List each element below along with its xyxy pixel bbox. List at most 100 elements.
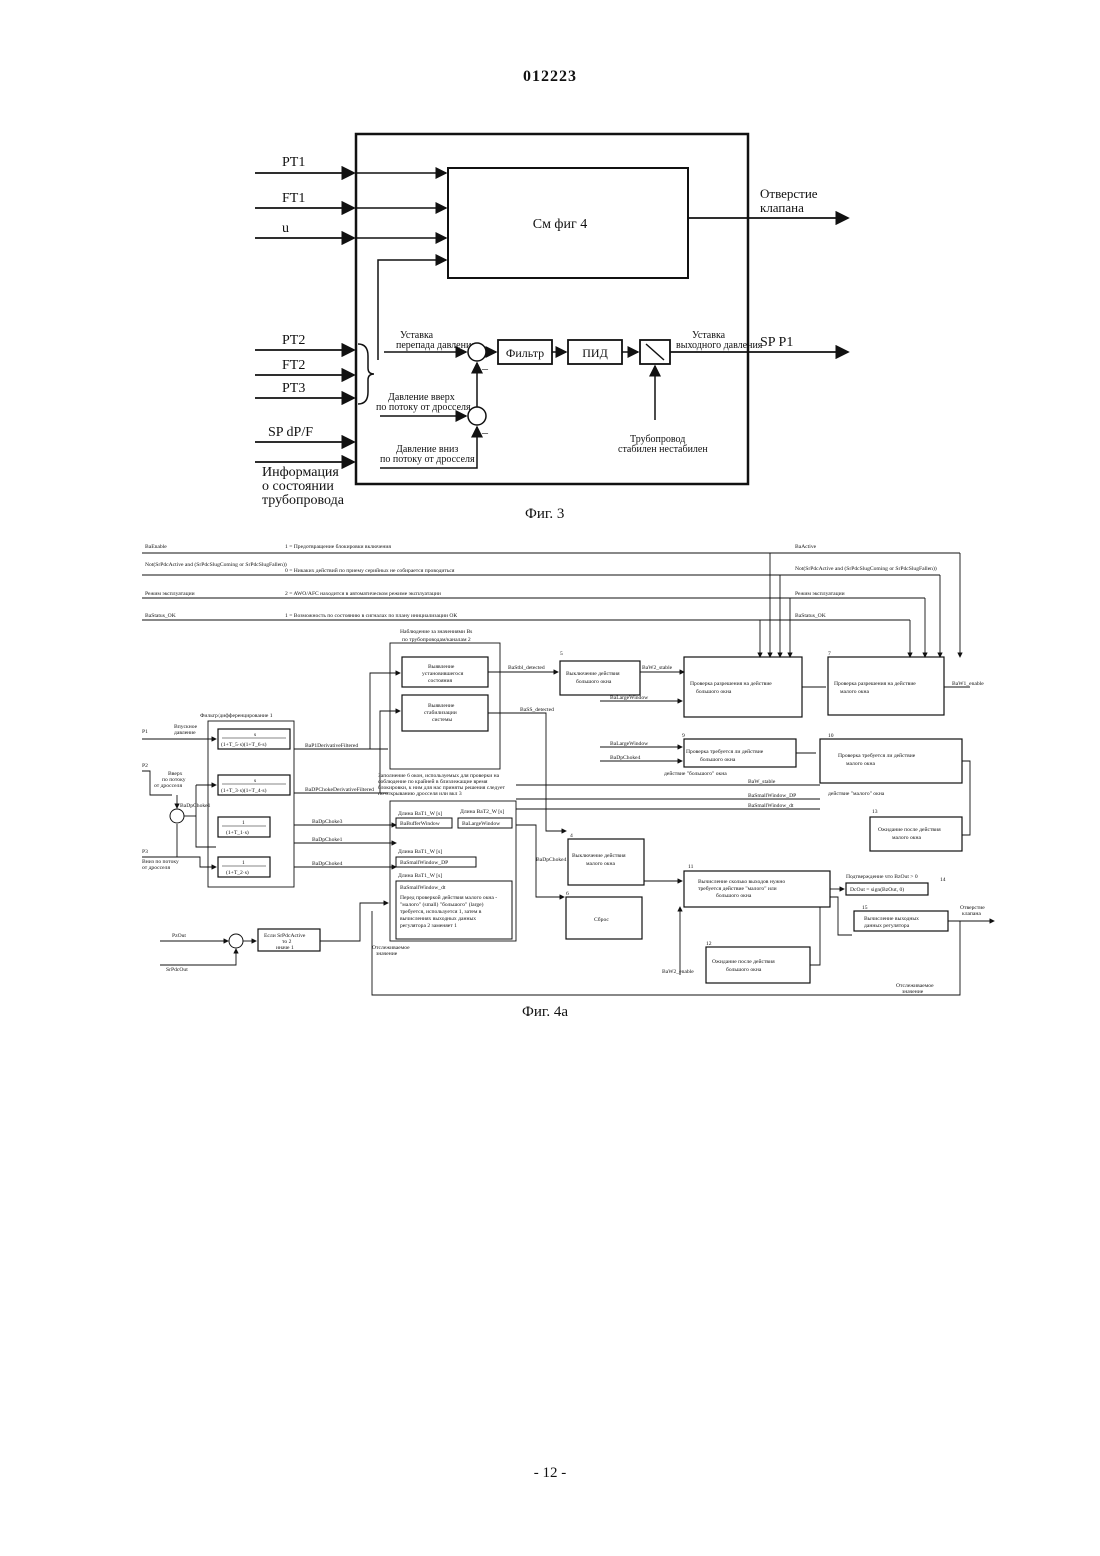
svg-text:14: 14: [940, 877, 946, 883]
svg-text:системы: системы: [432, 717, 452, 723]
f4-box-10: [820, 739, 962, 783]
fig3-up-label-2: по потоку от дросселя: [376, 402, 471, 413]
svg-text:состояния: состояния: [428, 678, 453, 684]
f4-top-sig-2: Режим эксплуатации: [145, 591, 195, 597]
svg-text:–: –: [481, 425, 489, 439]
f4-junction-dp: [170, 809, 184, 823]
svg-text:Вычисление сколько выходов нуж: Вычисление сколько выходов нужно: [698, 879, 785, 885]
svg-text:большого окна: большого окна: [700, 756, 736, 763]
svg-text:Длина BaT1_W [s]: Длина BaT1_W [s]: [398, 811, 442, 817]
svg-text:большого окна: большого окна: [696, 688, 732, 695]
svg-text:BaSmallWindow_DP: BaSmallWindow_DP: [748, 793, 796, 799]
svg-text:клапана: клапана: [962, 911, 981, 917]
fig3-center-box-label: См фиг 4: [533, 217, 588, 232]
svg-text:7: 7: [828, 651, 831, 657]
fig3-setpoint-label-2: перепада давления: [396, 340, 476, 351]
svg-text:P3: P3: [142, 849, 148, 855]
f4-box-12: [706, 947, 810, 983]
svg-text:вычислениях выходных данных: вычислениях выходных данных: [400, 916, 476, 922]
fig3-pipeline-label-2: стабилен нестабилен: [618, 444, 708, 455]
svg-text:BaW_stable: BaW_stable: [748, 779, 776, 785]
svg-text:4: 4: [570, 833, 573, 839]
fig3-output-valve-line2: клапана: [760, 200, 804, 215]
svg-text:Вычисление выходных: Вычисление выходных: [864, 916, 919, 922]
fig3-out-setpoint-2: выходного давления: [676, 340, 763, 351]
svg-text:блокировки, к ним для нас прин: блокировки, к ним для нас приняты решени…: [378, 784, 505, 791]
f4-right-sig-3: BaStatus_OK: [795, 613, 826, 619]
svg-text:BaDpChoke4: BaDpChoke4: [312, 861, 343, 867]
svg-text:малого окна: малого окна: [586, 861, 615, 867]
svg-text:Длина BaT2_W [s]: Длина BaT2_W [s]: [460, 809, 504, 815]
svg-text:BaDpChoke4: BaDpChoke4: [536, 857, 567, 863]
svg-text:1: 1: [242, 860, 245, 866]
fig3-input-spdpf: SP dP/F: [268, 425, 313, 440]
svg-text:BaDpChoke1: BaDpChoke1: [312, 837, 343, 843]
svg-text:значение: значение: [376, 951, 398, 957]
svg-text:BaW2_enable: BaW2_enable: [662, 969, 694, 975]
svg-text:соблюдение по крайней в близле: соблюдение по крайней в близлежащие врем…: [378, 778, 488, 785]
svg-text:13: 13: [872, 809, 878, 815]
svg-text:от дросселя: от дросселя: [154, 783, 182, 789]
fig3-input-ft2: FT2: [282, 358, 305, 373]
figure-4a-diagram: BaEnable 1 = Предотвращение блокировки в…: [0, 535, 1100, 1005]
f4-top-sig-3: BaStatus_OK: [145, 613, 176, 619]
svg-text:BaDPChokeDerivativeFiltered: BaDPChokeDerivativeFiltered: [305, 787, 374, 793]
svg-text:BaStbl_detected: BaStbl_detected: [508, 665, 545, 671]
svg-text:иначе 1: иначе 1: [276, 945, 294, 951]
document-number: 012223: [0, 68, 1100, 86]
svg-text:от дросселя: от дросселя: [142, 865, 170, 871]
f4-top-sig-desc-0: 1 = Предотвращение блокировки включения: [285, 543, 391, 550]
svg-text:Перед проверкой действия малог: Перед проверкой действия малого окна -: [400, 894, 497, 901]
svg-text:данных регулятора: данных регулятора: [864, 923, 910, 929]
svg-text:12: 12: [706, 941, 712, 947]
fig3-input-u: u: [282, 221, 289, 236]
svg-text:P1: P1: [142, 729, 148, 735]
svg-text:Фильтр/дифференцирование 1: Фильтр/дифференцирование 1: [200, 712, 273, 719]
svg-text:DcOut = sign(BzOut, 0): DcOut = sign(BzOut, 0): [850, 886, 904, 893]
f4-top-sig-desc-2: 2 = AWO/AFC находится в автоматическом р…: [285, 591, 441, 597]
f4-top-sig-1: Not(SrPdcActive and (SrPdcSlugComing or …: [145, 561, 287, 568]
svg-text:Подтверждение что BzOut > 0: Подтверждение что BzOut > 0: [846, 874, 918, 880]
fig3-outer-frame: [356, 134, 748, 484]
svg-text:требуется, используется 1, зат: требуется, используется 1, затем в: [400, 908, 482, 915]
svg-text:6: 6: [566, 891, 569, 897]
fig3-input-ft1: FT1: [282, 191, 305, 206]
fig3-filter-label: Фильтр: [506, 346, 544, 360]
svg-text:11: 11: [688, 864, 694, 870]
svg-text:(1+T_2·s): (1+T_2·s): [226, 869, 249, 876]
svg-text:Выявление: Выявление: [428, 703, 455, 709]
svg-text:по трубопроводам/каналам 2: по трубопроводам/каналам 2: [402, 636, 471, 643]
fig3-input-pt1: PT1: [282, 155, 305, 170]
svg-text:Проверка разрешения на действи: Проверка разрешения на действие: [834, 680, 916, 687]
f4-top-sig-desc-1: 0 = Никаких действий по приему серийных …: [285, 567, 455, 574]
fig3-sum-junction-2: [468, 407, 486, 425]
svg-text:Проверка разрешения на действи: Проверка разрешения на действие: [690, 680, 772, 687]
svg-text:BaW2_stable: BaW2_stable: [642, 665, 673, 671]
fig3-input-pt2: PT2: [282, 333, 305, 348]
svg-text:BaDpChoke3: BaDpChoke3: [312, 819, 343, 825]
svg-text:BaSmallWindow_DP: BaSmallWindow_DP: [400, 860, 448, 866]
fig3-output-valve-line1: Отверстие: [760, 186, 818, 201]
svg-text:малого окна: малого окна: [840, 689, 869, 695]
svg-text:"малого" (small) "большого" (l: "малого" (small) "большого" (large): [400, 901, 484, 908]
svg-text:действие "большого" окна: действие "большого" окна: [664, 770, 727, 777]
svg-text:действие "малого" окна: действие "малого" окна: [828, 790, 885, 797]
svg-text:регулятора 2 заменяет 1: регулятора 2 заменяет 1: [400, 923, 457, 929]
svg-text:BaDpChoke1: BaDpChoke1: [180, 803, 211, 809]
f4-box-8: [684, 657, 802, 717]
svg-text:малого окна: малого окна: [846, 761, 875, 767]
svg-text:Ожидание после действия: Ожидание после действия: [712, 958, 775, 965]
svg-text:Выключение действия: Выключение действия: [566, 670, 620, 677]
svg-text:малого окна: малого окна: [892, 835, 921, 841]
svg-text:10: 10: [828, 733, 834, 739]
f4-right-sig-0: BaActive: [795, 544, 817, 550]
svg-text:5: 5: [560, 651, 563, 657]
svg-text:BaSmallWindow_dt: BaSmallWindow_dt: [400, 885, 446, 891]
svg-text:большого окна: большого окна: [716, 892, 752, 899]
fig3-info-line3: трубопровода: [262, 493, 345, 508]
svg-text:BaDpChoke4: BaDpChoke4: [610, 755, 641, 761]
f4-top-sig-desc-3: 1 = Возможность по состоянию в сигналах …: [285, 613, 457, 619]
svg-text:s: s: [254, 778, 256, 784]
svg-text:(1+T_5·s)(1+T_6·s): (1+T_5·s)(1+T_6·s): [221, 741, 267, 748]
svg-text:BaW1_enable: BaW1_enable: [952, 681, 984, 687]
